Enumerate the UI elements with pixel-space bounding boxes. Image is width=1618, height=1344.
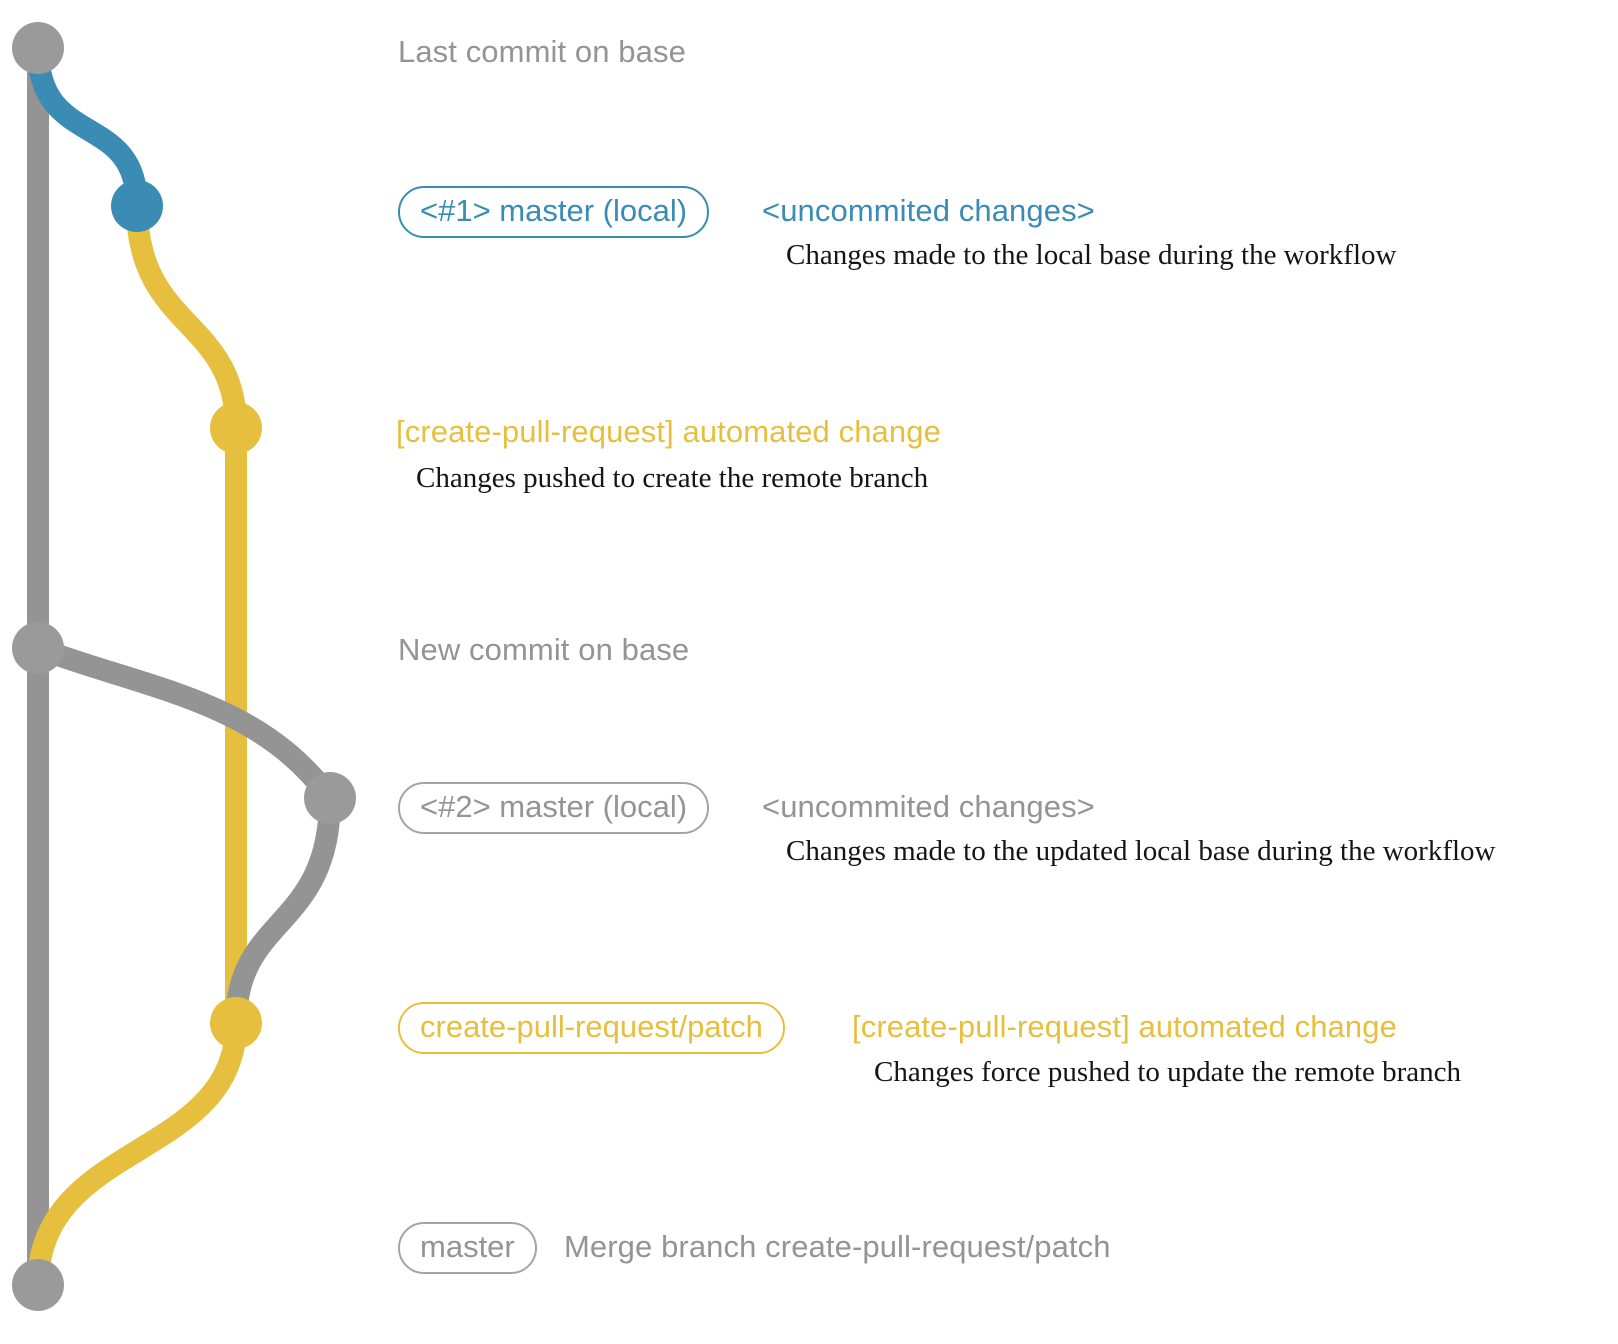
annotation-note-4: Changes force pushed to update the remot…	[874, 1056, 1462, 1088]
commit-subject-automated-change-2: [create-pull-request] automated change	[852, 1009, 1397, 1044]
commit-subject-last-commit-on-base: Last commit on base	[398, 34, 686, 69]
commit-node-local-2	[304, 772, 356, 824]
commit-node-base-last	[12, 22, 64, 74]
commit-subject-uncommited-changes-1: <uncommited changes>	[762, 193, 1095, 228]
annotation-note-2: Changes pushed to create the remote bran…	[416, 462, 929, 494]
commit-node-merge	[12, 1259, 64, 1311]
commit-subject-uncommited-changes-2: <uncommited changes>	[762, 789, 1095, 824]
branch-badge-master[interactable]: master	[398, 1222, 537, 1275]
commit-subject-automated-change-1: [create-pull-request] automated change	[396, 414, 941, 449]
branch-badge-master-local-2[interactable]: <#2> master (local)	[398, 782, 710, 835]
git-graph	[12, 22, 356, 1311]
commit-node-local-1	[111, 180, 163, 232]
branch-badge-master-local-1[interactable]: <#1> master (local)	[398, 186, 710, 239]
edge-base-to-local1	[27, 37, 148, 217]
commit-subject-new-commit-on-base: New commit on base	[398, 632, 690, 667]
annotation-note-1: Changes made to the local base during th…	[786, 239, 1397, 271]
commit-node-patch-2	[210, 997, 262, 1049]
commit-node-base-new	[12, 622, 64, 674]
annotation-note-3: Changes made to the updated local base d…	[786, 835, 1496, 867]
edge-patch2-to-merge	[27, 1012, 247, 1296]
edge-local2-to-patch2	[225, 787, 341, 1034]
commit-node-patch-1	[210, 402, 262, 454]
edge-local1-to-patch1	[126, 195, 247, 439]
commit-subject-merge-branch: Merge branch create-pull-request/patch	[564, 1229, 1111, 1264]
edge-basenew-to-local2	[27, 637, 341, 809]
branch-badge-create-pull-request-patch[interactable]: create-pull-request/patch	[398, 1002, 785, 1055]
